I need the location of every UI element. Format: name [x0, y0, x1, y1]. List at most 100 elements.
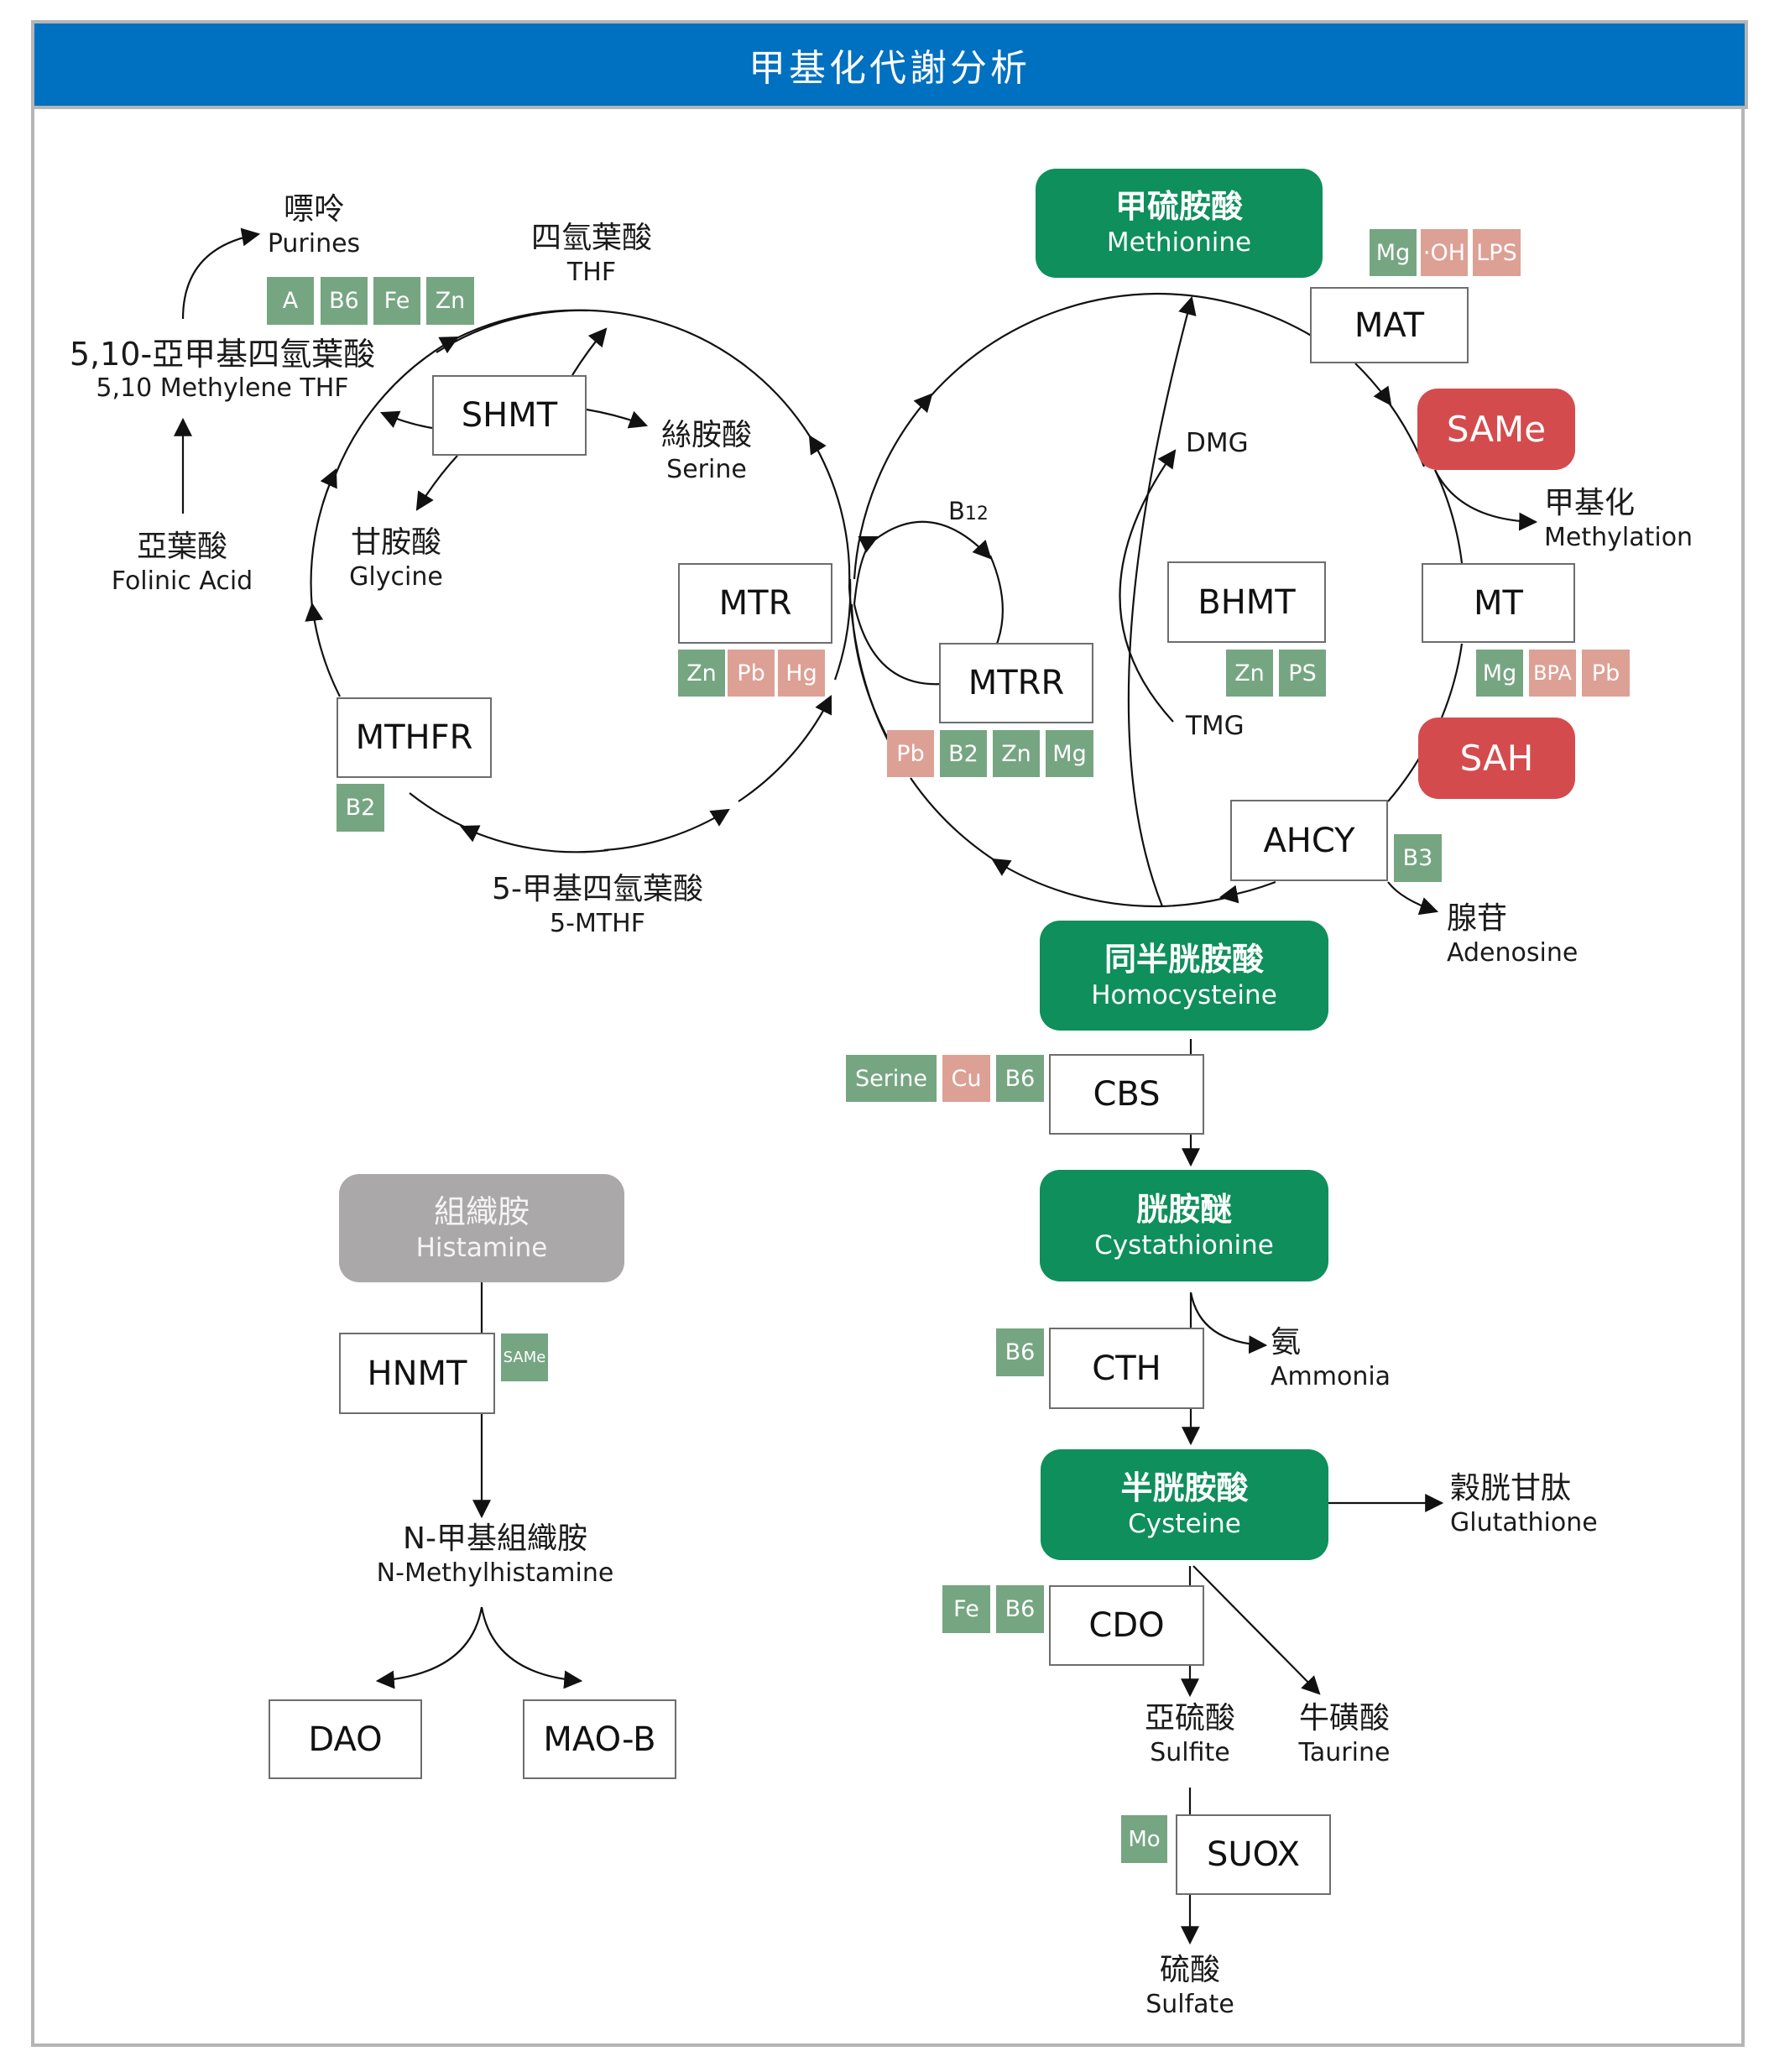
enzyme-cbs[interactable]: CBS [1049, 1054, 1204, 1135]
cofactor-badge-serine: Serine [846, 1055, 937, 1102]
enzyme-mat[interactable]: MAT [1310, 287, 1469, 363]
page-title: 甲基化代謝分析 [749, 47, 1031, 90]
folinic-acid-label: 亞葉酸 Folinic Acid [111, 530, 253, 596]
shmt-to-glycine-arrow [415, 455, 458, 511]
enzyme-mtr[interactable]: MTR [678, 563, 832, 644]
sulfite-label: 亞硫酸 Sulfite [1144, 1701, 1236, 1767]
cth-to-ammonia-arrow [1189, 1292, 1268, 1354]
folate-cycle-arc-left-upper [334, 336, 459, 475]
b12-label: B12 [948, 497, 989, 525]
toxin-badge-hydroxyl: ·OH [1421, 229, 1468, 276]
cofactor-badge-b3: B3 [1394, 834, 1442, 882]
metabolite-cysteine[interactable]: 半胱胺酸 Cysteine [1041, 1449, 1328, 1560]
glycine-label: 甘胺酸 Glycine [349, 525, 443, 592]
enzyme-suox[interactable]: SUOX [1176, 1814, 1331, 1895]
cofactor-badge-b6: B6 [996, 1328, 1044, 1376]
enzyme-ahcy[interactable]: AHCY [1230, 800, 1388, 881]
cofactor-badge-zn: Zn [426, 277, 474, 325]
met-cycle-arc-bottom [1157, 896, 1226, 908]
cofactor-badge-fe: Fe [373, 277, 420, 325]
metabolite-same[interactable]: SAMe [1417, 389, 1575, 470]
cofactor-badge-b6: B6 [321, 277, 368, 325]
n-methylhistamine-to-maob-arrow [480, 1606, 583, 1689]
toxin-badge-cu: Cu [942, 1055, 990, 1102]
folate-cycle-arc-left-lower [305, 602, 341, 697]
cofactor-badge-zn: Zn [678, 650, 725, 697]
metabolite-sah[interactable]: SAH [1418, 718, 1575, 799]
enzyme-bhmt[interactable]: BHMT [1167, 561, 1326, 643]
thf-label: 四氫葉酸 THF [530, 221, 653, 287]
metabolite-cystathionine[interactable]: 胱胺醚 Cystathionine [1040, 1170, 1328, 1281]
glutathione-label: 穀胱甘肽 Glutathione [1450, 1471, 1598, 1537]
met-cycle-arc-top-left [929, 292, 1157, 398]
toxin-badge-lps: LPS [1473, 229, 1521, 276]
toxin-badge-bpa: BPA [1529, 650, 1576, 697]
folate-cycle-arc-bottom-left [460, 825, 609, 853]
cysteine-to-taurine-arrow [1192, 1565, 1321, 1695]
toxin-badge-pb: Pb [1582, 650, 1630, 697]
met-cycle-arc-mt-sah [1440, 643, 1464, 718]
enzyme-hnmt[interactable]: HNMT [339, 1333, 495, 1414]
5-mthf-label: 5-甲基四氫葉酸 5-MTHF [492, 872, 703, 938]
folate-cycle-arc-right-upper [808, 435, 851, 588]
enzyme-mthfr[interactable]: MTHFR [337, 697, 492, 778]
toxin-badge-pb: Pb [728, 650, 775, 697]
metabolite-homocysteine[interactable]: 同半胱胺酸 Homocysteine [1040, 921, 1328, 1031]
enzyme-cth[interactable]: CTH [1049, 1328, 1204, 1409]
folate-cycle-arc-left [310, 468, 337, 609]
enzyme-dao[interactable]: DAO [269, 1699, 422, 1779]
met-cycle-arc-left-lower [910, 777, 995, 861]
cofactor-badge-b6: B6 [996, 1055, 1044, 1102]
cofactor-badge-mo: Mo [1121, 1815, 1167, 1863]
met-cycle-arc-same-mt [1434, 469, 1464, 564]
b12-loop-left [853, 536, 879, 605]
taurine-label: 牛磺酸 Taurine [1298, 1701, 1391, 1767]
folate-cycle-arc-top-join [452, 309, 588, 341]
cofactor-badge-mg: Mg [1046, 730, 1093, 777]
b12-loop-bottom [853, 603, 943, 686]
met-cycle-arc-top-right [1156, 292, 1315, 338]
folate-cycle-arc-right [833, 578, 852, 681]
methylene-thf-label: 5,10-亞甲基四氫葉酸 5,10 Methylene THF [69, 336, 376, 403]
ahcy-to-homocysteine-arrow [1218, 880, 1276, 904]
sulfate-label: 硫酸 Sulfate [1145, 1953, 1234, 2019]
dmg-label: DMG [1186, 428, 1249, 458]
cofactor-badge-same: SAMe [501, 1333, 548, 1381]
shmt-to-thf-arrow [571, 327, 608, 376]
mat-to-same-arrow [1354, 363, 1392, 406]
cofactor-badge-mg: Mg [1476, 650, 1523, 697]
cofactor-badge-zn: Zn [1226, 650, 1273, 697]
met-cycle-arc-bottom-left [991, 858, 1159, 908]
met-cycle-arc-left-upper [853, 393, 933, 580]
mtr-cross-line [848, 587, 897, 756]
cofactor-badge-zn: Zn [993, 730, 1040, 777]
ammonia-label: 氨 Ammonia [1271, 1325, 1391, 1391]
title-bar: 甲基化代謝分析 [31, 20, 1748, 109]
enzyme-mtrr[interactable]: MTRR [939, 643, 1093, 723]
enzyme-cdo[interactable]: CDO [1049, 1585, 1204, 1666]
folate-cycle-arc-bottom-left2 [409, 792, 467, 829]
n-methylhistamine-label: N-甲基組織胺 N-Methylhistamine [376, 1521, 614, 1588]
met-cycle-arc-left-lower2 [850, 603, 889, 739]
serine-label: 絲胺酸 Serine [660, 418, 753, 484]
toxin-badge-pb: Pb [887, 730, 934, 777]
methylation-label: 甲基化 Methylation [1544, 486, 1693, 552]
cofactor-badge-ps: PS [1279, 650, 1326, 697]
enzyme-mt[interactable]: MT [1422, 563, 1575, 643]
methylene-to-purines-arrow [181, 227, 261, 320]
ahcy-to-adenosine-arrow [1387, 881, 1439, 916]
same-to-methylation-arrow [1434, 469, 1538, 531]
enzyme-mao-b[interactable]: MAO-B [523, 1699, 676, 1779]
cofactor-badge-b2: B2 [940, 730, 987, 777]
tmg-to-dmg-arrow [1119, 449, 1177, 723]
adenosine-label: 腺苷 Adenosine [1447, 901, 1579, 968]
purines-label: 嘌呤 Purines [267, 192, 361, 258]
metabolite-methionine[interactable]: 甲硫胺酸 Methionine [1036, 169, 1323, 278]
b12-loop-top [872, 520, 992, 560]
shmt-to-serine-arrow [586, 408, 649, 429]
metabolite-histamine[interactable]: 組織胺 Histamine [339, 1174, 624, 1282]
n-methylhistamine-to-dao-arrow [375, 1606, 483, 1689]
enzyme-shmt[interactable]: SHMT [432, 375, 587, 456]
cofactor-badge-b2: B2 [337, 784, 384, 832]
